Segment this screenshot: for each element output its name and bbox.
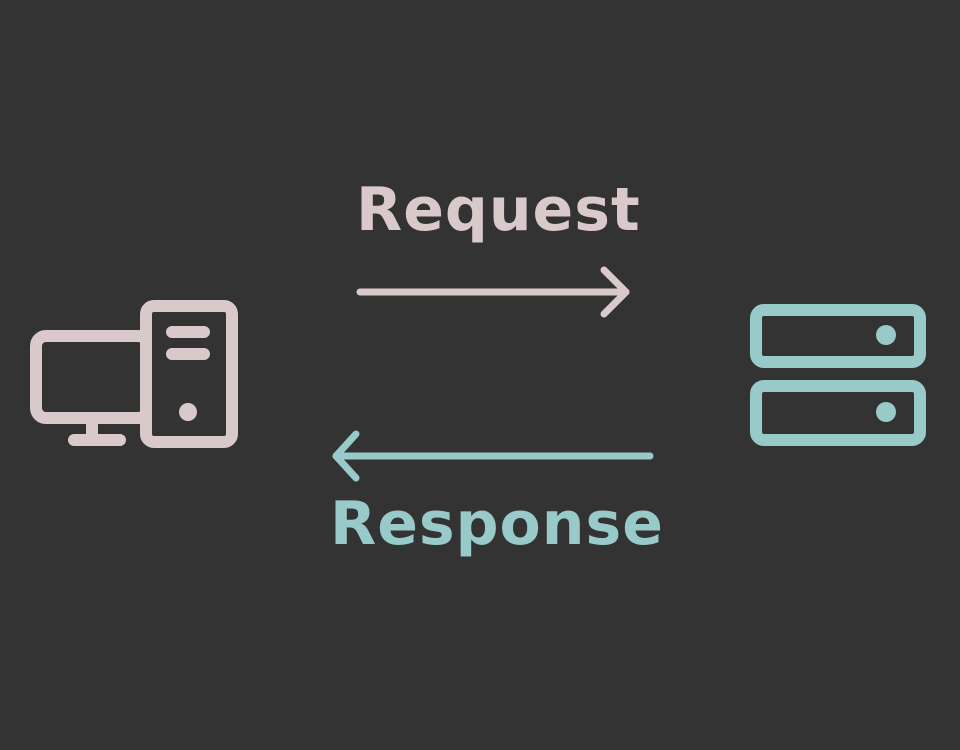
tower-power-button [179, 403, 197, 421]
server-unit-bottom [750, 380, 926, 446]
server-icon [750, 304, 926, 446]
request-arrow [356, 266, 630, 318]
server-indicator-bottom [876, 402, 896, 422]
server-indicator-top [876, 325, 896, 345]
response-arrow [332, 430, 654, 482]
monitor-screen [30, 330, 154, 424]
desktop-computer-icon [30, 300, 238, 448]
server-unit-top [750, 304, 926, 368]
computer-tower [140, 300, 238, 448]
response-label: Response [330, 489, 664, 559]
request-label: Request [356, 175, 641, 245]
